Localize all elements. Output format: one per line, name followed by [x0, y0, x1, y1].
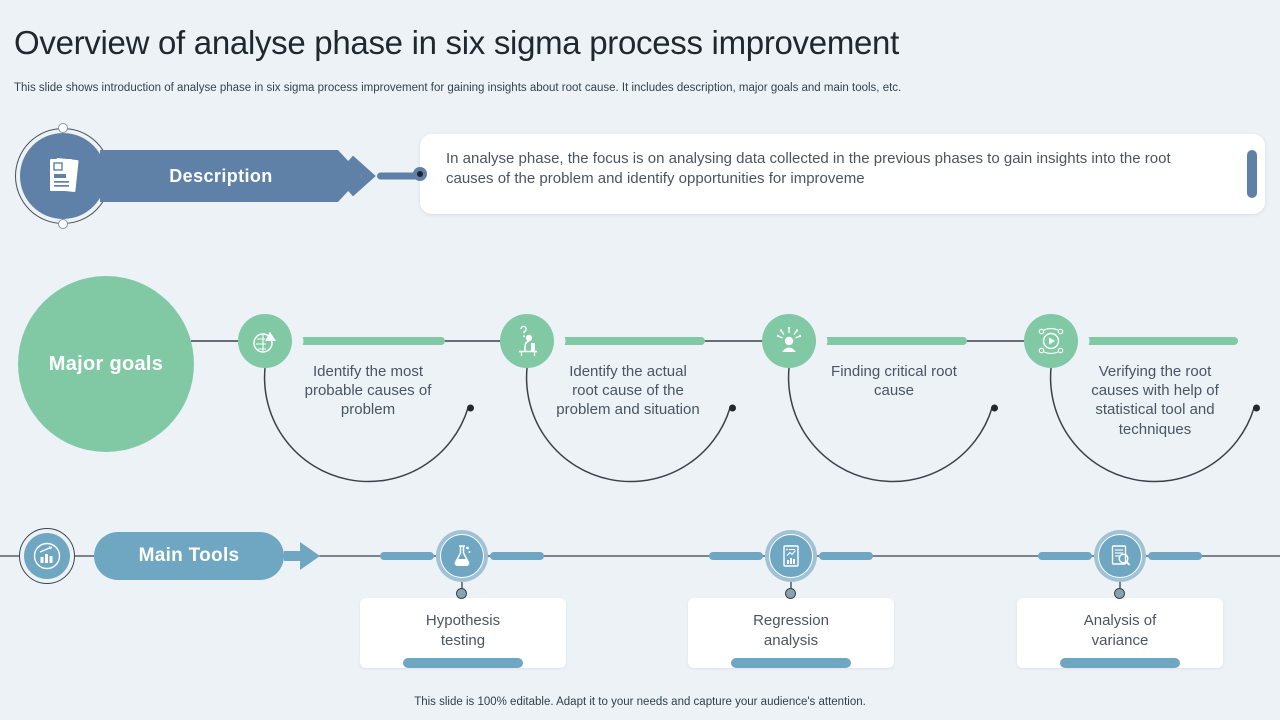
growth-chart-icon: [33, 542, 61, 570]
goal-node-4: [1024, 314, 1078, 368]
regression-chart-icon: [783, 545, 799, 567]
major-goals-badge: Major goals: [18, 276, 194, 452]
person-analysis-icon: [519, 325, 537, 356]
tool-card-3: Analysis of variance: [1017, 598, 1223, 668]
description-card: In analyse phase, the focus is on analys…: [413, 134, 1265, 214]
tool-card-1: Hypothesis testing: [360, 598, 566, 668]
brain-idea-icon: [253, 332, 276, 353]
footer-note: This slide is 100% editable. Adapt it to…: [414, 696, 866, 708]
main-tools-badge-inner: [24, 533, 70, 579]
tool-connector-dot-2: [785, 588, 796, 599]
description-label: Description: [169, 165, 273, 186]
major-goals-label: Major goals: [48, 352, 164, 375]
description-badge: [20, 133, 106, 219]
tool-card-accent-2: [731, 658, 851, 668]
goal-text-3: Finding critical root cause: [831, 363, 957, 400]
goal-node-2: [500, 314, 554, 368]
tool-connector-dot-3: [1114, 588, 1125, 599]
flask-icon: [454, 545, 471, 566]
main-tools-pill: Main Tools: [94, 532, 284, 580]
goal-node-1: [238, 314, 292, 368]
tool-node-3: [1094, 530, 1146, 582]
document-magnifier-icon: [1111, 545, 1131, 566]
tool-card-2: Regression analysis: [688, 598, 894, 668]
goal-text-1: Identify the most probable causes of pro…: [304, 363, 432, 419]
verify-process-icon: [1038, 327, 1064, 355]
page-title: Overview of analyse phase in six sigma p…: [14, 24, 899, 61]
main-tools-badge: [19, 528, 75, 584]
tool-card-accent-3: [1060, 658, 1180, 668]
critical-thinking-icon: [776, 326, 802, 352]
page-subtitle: This slide shows introduction of analyse…: [14, 82, 902, 94]
description-accent-bar: [1247, 150, 1257, 198]
ring-dot-bottom: [58, 219, 68, 229]
goal-node-3: [762, 314, 816, 368]
ring-dot-top: [58, 123, 68, 133]
main-tools-label: Main Tools: [138, 545, 240, 566]
connector-dot: [413, 167, 427, 181]
tool-node-2: [765, 530, 817, 582]
tool-card-label-1: Hypothesis testing: [425, 612, 501, 649]
chevron-right-icon: [346, 155, 376, 197]
arrow-right-icon: [284, 542, 320, 570]
goal-text-4: Verifying the root causes with help of s…: [1091, 363, 1219, 438]
description-body: In analyse phase, the focus is on analys…: [446, 150, 1171, 187]
report-document-icon: [50, 158, 79, 192]
tool-node-1: [436, 530, 488, 582]
tool-card-accent-1: [403, 658, 523, 668]
goal-text-2: Identify the actual root cause of the pr…: [556, 363, 700, 419]
tool-card-label-2: Regression analysis: [753, 612, 829, 649]
tool-card-label-3: Analysis of variance: [1083, 612, 1157, 649]
tool-connector-dot-1: [456, 588, 467, 599]
description-banner: Description: [100, 150, 362, 202]
